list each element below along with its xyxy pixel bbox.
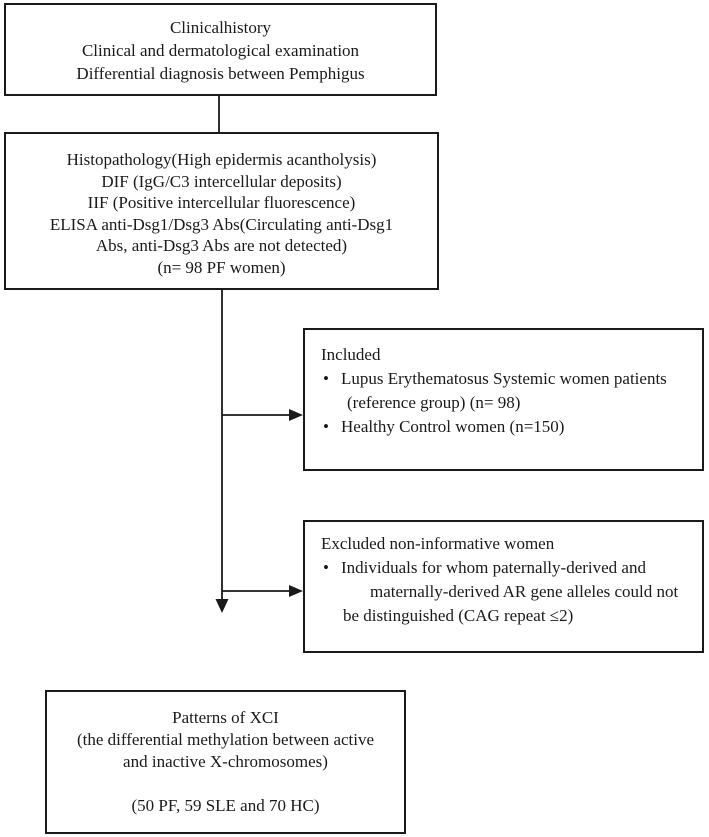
arrowhead-to-included [289,409,303,421]
patterns-line-1: Patterns of XCI [172,708,279,727]
excluded-item-text: Individuals for whom paternally-derived … [341,558,646,577]
patterns-line-3: and inactive X-chromosomes) [123,752,328,771]
bullet-icon: • [323,558,329,577]
bullet-icon: • [323,369,329,388]
arrowhead-down [215,599,229,613]
excluded-item: • Individuals for whom paternally-derive… [321,556,694,580]
diagnostics-line-6: (n= 98 PF women) [157,257,286,277]
bullet-icon: • [323,417,329,436]
patterns-line-2: (the differential methylation between ac… [76,730,375,749]
diagnostics-line-3: IIF (Positive intercellular fluorescence… [87,193,356,212]
excluded-item-cont-1: maternally-derived AR gene alleles could… [370,582,679,601]
box-diagnostic-workup: Histopathology(High epidermis acantholys… [4,132,439,290]
included-item-sle: • Lupus Erythematosus Systemic women pat… [321,367,694,391]
clinical-line-3: Differential diagnosis between Pemphigus [76,64,365,83]
diagnostics-line-1: Histopathology(High epidermis acantholys… [66,150,377,169]
included-title: Included [321,345,381,364]
box-clinical-history: Clinicalhistory Clinical and dermatologi… [4,3,437,96]
box-excluded-women: Excluded non-informative women • Individ… [303,520,704,653]
diagnostics-line-4: ELISA anti-Dsg1/Dsg3 Abs(Circulating ant… [49,214,394,234]
excluded-title: Excluded non-informative women [321,534,555,553]
box-included-groups: Included • Lupus Erythematosus Systemic … [303,328,704,471]
box-xci-patterns: Patterns of XCI (the differential methyl… [45,690,406,834]
clinical-line-1: Clinicalhistory [169,18,272,37]
patterns-sample-counts: (50 PF, 59 SLE and 70 HC) [131,796,320,815]
diagnostics-line-2: DIF (IgG/C3 intercellular deposits) [101,171,342,191]
included-item-hc: • Healthy Control women (n=150) [321,415,694,439]
excluded-item-cont-2: be distinguished (CAG repeat ≤2) [343,606,574,625]
included-item-sle-text: Lupus Erythematosus Systemic women patie… [341,369,667,388]
clinical-line-2: Clinical and dermatological examination [81,41,360,60]
included-item-sle-cont: (reference group) (n= 98) [347,393,521,412]
diagnostics-line-5: Abs, anti-Dsg3 Abs are not detected) [95,236,348,255]
arrowhead-to-excluded [289,585,303,597]
included-item-hc-text: Healthy Control women (n=150) [341,417,565,436]
